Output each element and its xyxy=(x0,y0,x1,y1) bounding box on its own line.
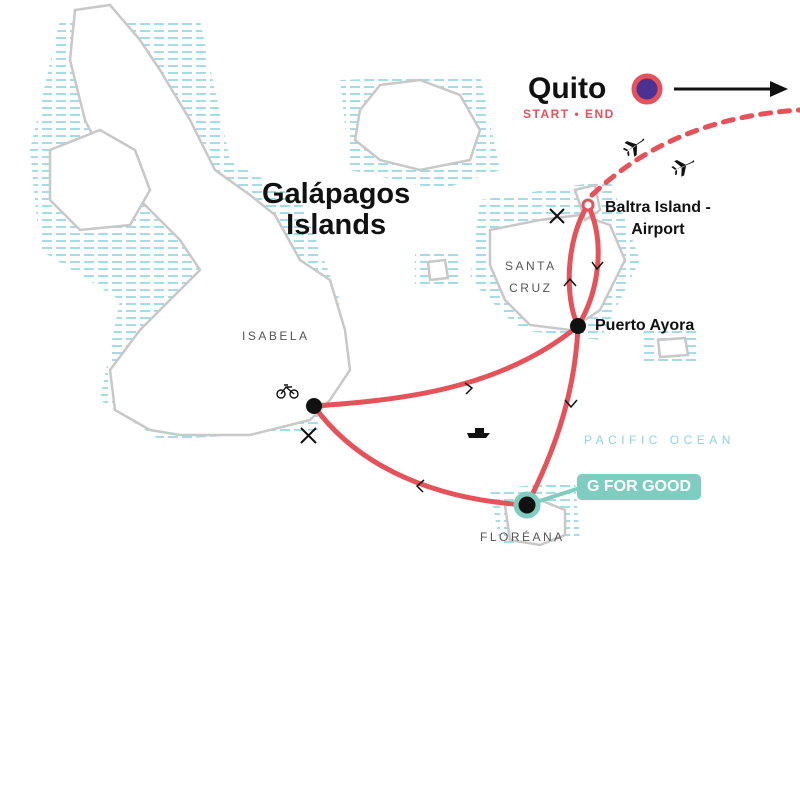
puerto-ayora-label: Puerto Ayora xyxy=(595,317,695,334)
isabela-label: ISABELA xyxy=(242,329,310,343)
santiago-island xyxy=(353,78,482,172)
route-floreana-isabela xyxy=(311,403,530,508)
baltra-label: Baltra Island - Airport xyxy=(605,197,711,241)
title-line-1: Galápagos xyxy=(262,178,411,210)
puerto-ayora-stop[interactable] xyxy=(570,318,586,334)
route-puerto-isabela xyxy=(311,323,581,409)
bicycle-icon xyxy=(276,384,299,399)
boat-icon xyxy=(467,428,490,438)
isabela-stop[interactable] xyxy=(306,398,322,414)
arrow-right-icon xyxy=(674,81,788,97)
baltra-stop[interactable] xyxy=(581,198,595,212)
plane-icon xyxy=(622,138,695,177)
baltra-label-line2: Airport xyxy=(631,221,685,238)
title-line-2: Islands xyxy=(286,209,387,241)
kayak-paddles-icon xyxy=(300,208,565,444)
floreana-stop[interactable] xyxy=(513,491,541,519)
route-baltra-puerto-1 xyxy=(566,202,591,329)
baltra-label-line1: Baltra Island - xyxy=(605,199,711,216)
santa-cruz-label: SANTA CRUZ xyxy=(505,255,557,299)
quito-label: Quito xyxy=(528,72,607,105)
route-baltra-puerto-2 xyxy=(575,202,601,329)
map-title: Galápagos Islands xyxy=(262,179,410,241)
pinzon-island xyxy=(426,258,450,282)
santa-fe-island xyxy=(656,336,690,359)
route-puerto-floreana xyxy=(524,323,581,508)
floreana-label: FLORÉANA xyxy=(480,530,565,544)
santa-cruz-line2: CRUZ xyxy=(509,281,553,295)
start-end-tag: START • END xyxy=(523,107,615,121)
direction-chevrons xyxy=(415,261,604,493)
isabela-island xyxy=(68,3,352,437)
fernandina-island xyxy=(48,128,152,232)
pacific-ocean-label: PACIFIC OCEAN xyxy=(584,433,735,447)
flight-route xyxy=(589,107,800,198)
quito-start-marker[interactable] xyxy=(631,73,663,105)
santa-cruz-line1: SANTA xyxy=(505,259,557,273)
route-lines xyxy=(311,107,800,508)
g-for-good-badge[interactable]: G FOR GOOD xyxy=(577,474,701,500)
